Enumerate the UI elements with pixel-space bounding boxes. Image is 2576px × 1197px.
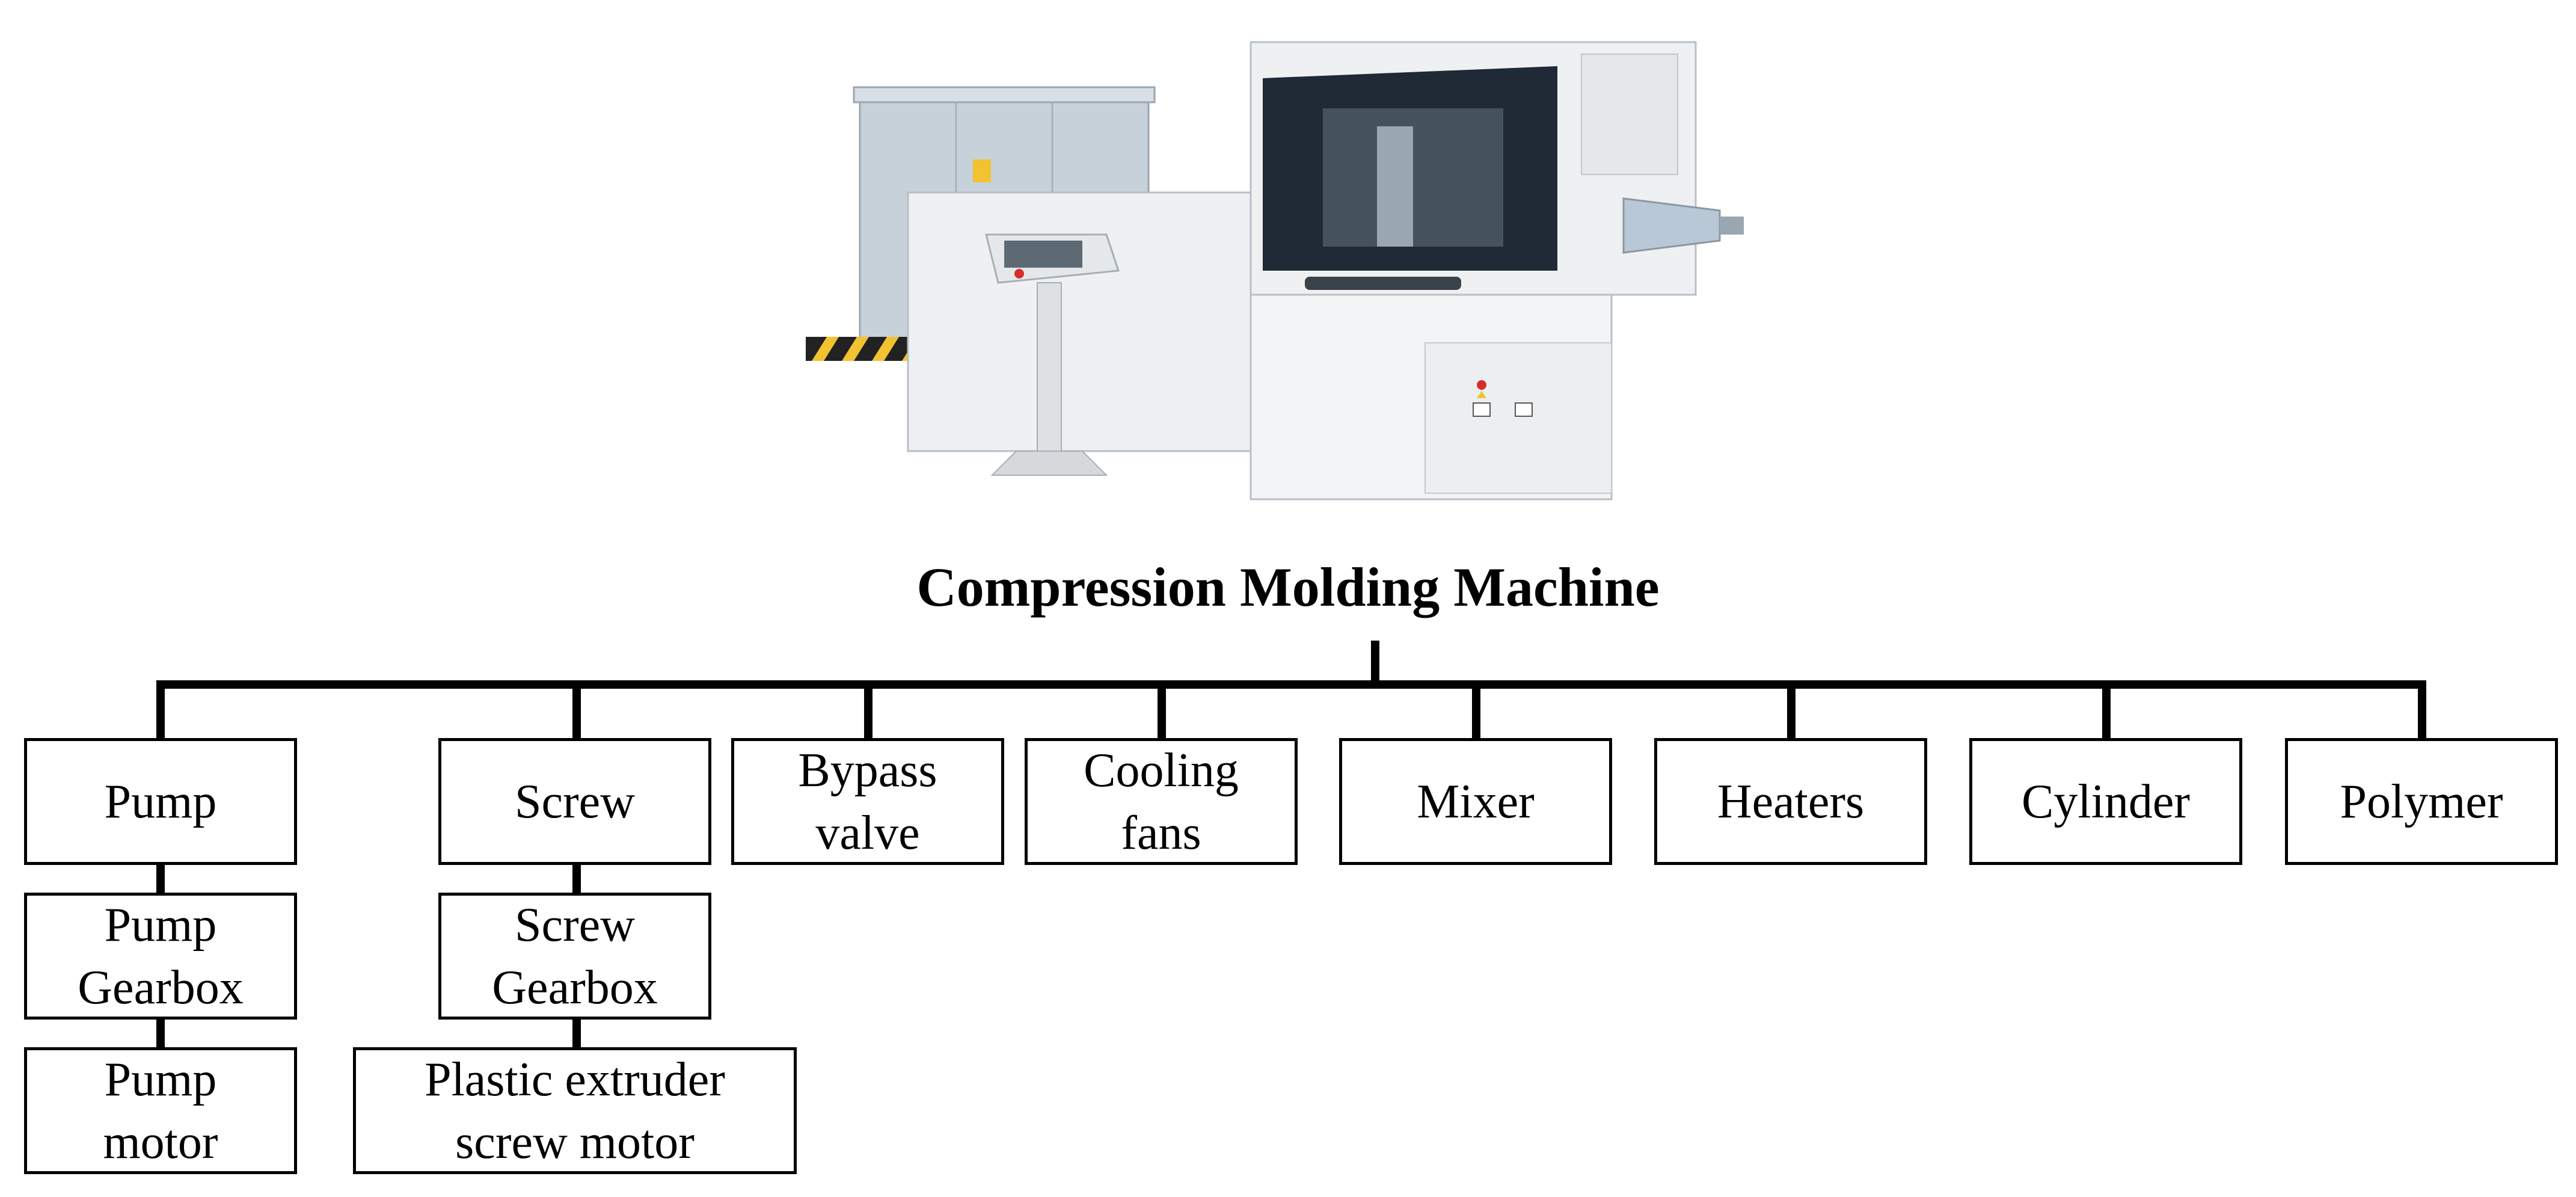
diagram-title: Compression Molding Machine bbox=[916, 556, 1660, 618]
connector-bus bbox=[156, 680, 2426, 689]
node-screw-motor: Plastic extruder screw motor bbox=[353, 1047, 797, 1174]
connector-heaters bbox=[1787, 680, 1796, 738]
connector-mixer bbox=[1472, 680, 1480, 738]
connector-root-stem bbox=[1371, 641, 1379, 689]
connector-pump bbox=[156, 680, 165, 738]
connector-cylinder bbox=[2102, 680, 2111, 738]
node-heaters: Heaters bbox=[1654, 738, 1927, 865]
connector-pump-motor bbox=[156, 1017, 165, 1050]
control-panel bbox=[985, 233, 1120, 476]
node-mixer: Mixer bbox=[1339, 738, 1612, 865]
node-pump-gearbox: Pump Gearbox bbox=[24, 893, 297, 1020]
mold-housing bbox=[1250, 41, 1697, 296]
node-cooling-fans: Cooling fans bbox=[1025, 738, 1298, 865]
node-pump: Pump bbox=[24, 738, 297, 865]
connector-screw-gearbox bbox=[572, 862, 581, 896]
node-screw-gearbox: Screw Gearbox bbox=[438, 893, 711, 1020]
node-screw: Screw bbox=[438, 738, 711, 865]
connector-bypass bbox=[864, 680, 872, 738]
node-polymer: Polymer bbox=[2285, 738, 2558, 865]
node-bypass-valve: Bypass valve bbox=[731, 738, 1004, 865]
machine-body bbox=[907, 191, 1613, 500]
node-pump-motor: Pump motor bbox=[24, 1047, 297, 1174]
node-cylinder: Cylinder bbox=[1969, 738, 2242, 865]
connector-pump-gearbox bbox=[156, 862, 165, 896]
connector-screw-motor bbox=[572, 1017, 581, 1050]
socket-plates bbox=[1473, 380, 1533, 417]
connector-polymer bbox=[2418, 680, 2426, 738]
discharge-chute bbox=[1622, 197, 1744, 254]
connector-screw bbox=[572, 680, 581, 738]
connector-cooling bbox=[1158, 680, 1166, 738]
compression-molding-machine-illustration bbox=[806, 41, 1744, 500]
